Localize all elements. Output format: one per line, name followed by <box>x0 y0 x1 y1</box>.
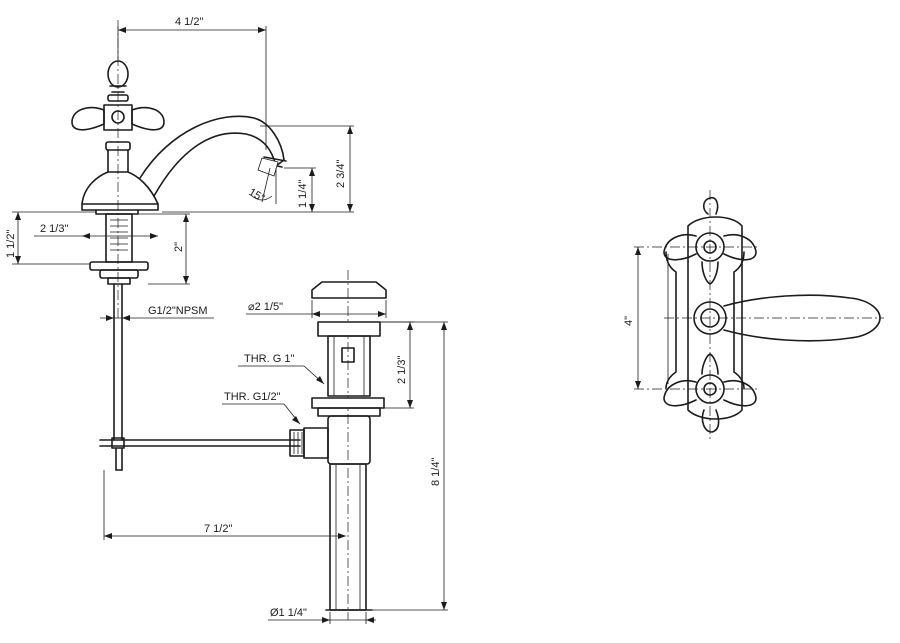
dim-cap-diameter: ⌀2 1/5" <box>248 301 283 313</box>
dim-spout-reach: 4 1/2" <box>175 16 203 28</box>
top-view-dimensions: 4" <box>623 247 641 389</box>
dim-shank-length: 2" <box>173 242 185 252</box>
dim-tailpiece-diameter: Ø1 1/4" <box>270 607 307 619</box>
dim-spout-outlet-height: 1 1/4" <box>297 180 309 208</box>
dim-drain-body: 2 1/3" <box>396 356 408 384</box>
faucet-side-view <box>71 20 301 471</box>
dim-spout-angle: 15° <box>247 186 267 205</box>
faucet-top-view <box>634 190 884 440</box>
label-inlet-thread: G1/2"NPSM <box>148 305 208 317</box>
dim-rod-length: 7 1/2" <box>204 523 232 535</box>
popup-drain <box>289 270 387 620</box>
label-thread-g1: THR. G 1" <box>244 353 294 365</box>
top-spout <box>664 294 884 342</box>
faucet-dimensions: 4 1/2" 2 3/4" 1 1/4" 15° 1 1/2" 2 1/3" <box>5 16 354 540</box>
popup-rod <box>99 437 301 471</box>
drain-dimensions: ⌀2 1/5" THR. G 1" THR. G1/2" 2 1/3" 8 1/… <box>222 300 448 624</box>
dim-faucet-height: 2 3/4" <box>335 160 347 188</box>
faucet-shank <box>89 20 149 441</box>
dim-base-height: 1 1/2" <box>5 230 17 258</box>
dim-drain-length: 8 1/4" <box>430 458 442 486</box>
dim-handle-spacing: 4" <box>623 316 635 326</box>
label-thread-g12: THR. G1/2" <box>224 391 281 403</box>
dim-base-diameter: 2 1/3" <box>40 223 68 235</box>
